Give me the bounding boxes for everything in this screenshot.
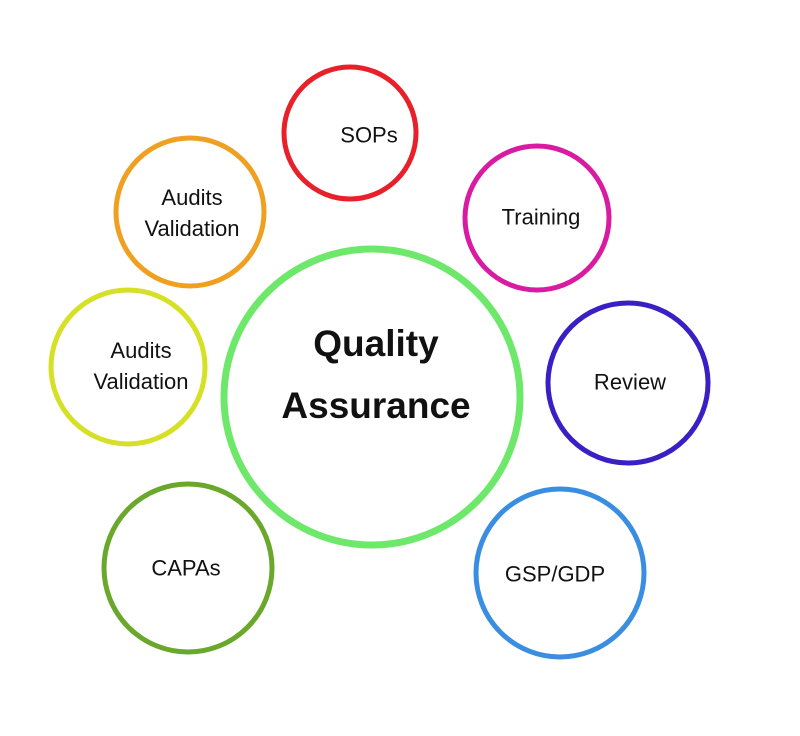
node-text: GSP/GDP [504,561,606,587]
node-circle-review [545,300,711,466]
node-text: Validation [93,369,189,394]
node-text: Audits [161,185,223,210]
node-label-training: Training [502,202,581,233]
node-text: Review [593,369,667,395]
node-circle-capas [101,481,275,655]
node-label-capas: CAPAs [151,553,220,584]
node-circle-audits-validation-orange [113,135,267,289]
node-label-audits-validation-orange: Audits Validation [145,182,240,244]
node-label-review: Review [594,367,666,398]
node-text: CAPAs [151,555,221,581]
center-label-line1: Quality [313,323,439,364]
node-circle-training [462,143,612,293]
node-text: Training [501,204,581,230]
node-text: Audits [110,338,172,363]
center-label-line2: Assurance [281,385,471,426]
node-text: Validation [144,216,240,241]
center-circle [220,245,524,549]
node-circle-audits-validation-yellow [48,287,208,447]
node-circle-sops [281,64,419,202]
node-label-audits-validation-yellow: Audits Validation [94,335,189,397]
node-text: SOPs [340,122,398,148]
node-label-gsp-gdp: GSP/GDP [505,559,605,590]
center-label: Quality Assurance [281,313,470,437]
node-circle-gsp-gdp [473,486,647,660]
node-label-sops: SOPs [340,120,397,151]
